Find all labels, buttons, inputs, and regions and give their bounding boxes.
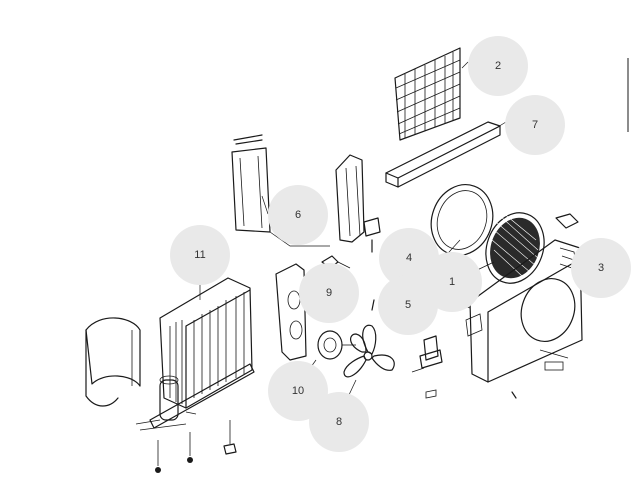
compressor (135, 375, 197, 431)
callout-11-label: 11 (194, 249, 205, 261)
base-feet (155, 420, 237, 473)
propeller-fan (343, 324, 395, 378)
insulation-wrap (85, 317, 141, 407)
screws (371, 239, 517, 399)
outer-cabinet (465, 213, 583, 383)
left-side-panel (231, 134, 271, 233)
callout-4-label: 4 (406, 252, 412, 264)
rear-wire-grille (394, 47, 461, 141)
callout-11: 11 (170, 225, 230, 285)
callout-6: 6 (268, 185, 328, 245)
callout-3-label: 3 (598, 262, 604, 274)
callout-1-label: 1 (449, 276, 455, 288)
callout-7: 7 (505, 95, 565, 155)
callout-2: 2 (468, 36, 528, 96)
callout-5-label: 5 (405, 299, 411, 311)
callout-10: 10 (268, 361, 328, 421)
callout-4: 4 (379, 228, 439, 288)
middle-partition-panel (335, 154, 381, 243)
electrical-box (411, 335, 443, 399)
callout-9: 9 (299, 263, 359, 323)
callout-8-label: 8 (336, 416, 342, 428)
front-mesh-grille (485, 211, 545, 284)
callout-8: 8 (309, 392, 369, 452)
fan-motor (317, 330, 356, 360)
callout-10-label: 10 (292, 385, 304, 397)
callout-9-label: 9 (326, 287, 332, 299)
top-cover-panel (385, 121, 501, 188)
callout-5: 5 (378, 275, 438, 335)
callout-6-label: 6 (295, 209, 301, 221)
callout-7-label: 7 (532, 119, 538, 131)
callout-2-label: 2 (495, 60, 501, 72)
condenser-coil (149, 277, 255, 429)
callout-3: 3 (571, 238, 631, 298)
